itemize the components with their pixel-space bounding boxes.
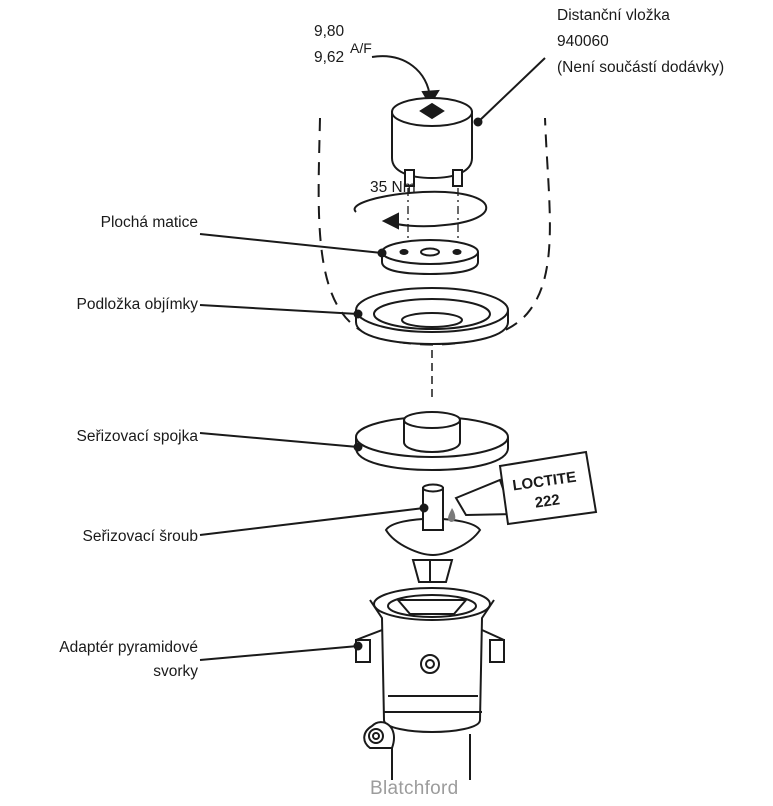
- blatchford-logo: Blatchford: [370, 778, 459, 799]
- leader-pyramid-adapter: [199, 645, 359, 661]
- torque-label: 35 Nm: [370, 179, 416, 196]
- leader-spacer: [477, 57, 546, 123]
- label-adjust-coupling: Seřizovací spojka: [76, 428, 198, 445]
- spacer-note: (Není součástí dodávky): [557, 59, 725, 76]
- af-arrow: [371, 55, 431, 99]
- spacer-tool: [391, 97, 473, 187]
- leader-adjust-coupling: [199, 432, 359, 448]
- spacer-part-number: 940060: [557, 33, 609, 50]
- label-adjust-screw: Seřizovací šroub: [82, 528, 198, 545]
- af-unit-label: A/F: [350, 40, 372, 56]
- dashed-outline: [317, 117, 551, 346]
- label-socket-washer: Podložka objímky: [76, 296, 198, 313]
- label-pyramid-adapter-line1: Adaptér pyramidové: [59, 639, 198, 656]
- loctite-number: 222: [534, 491, 561, 511]
- af-min-label: 9,62: [314, 49, 345, 66]
- adjustment-screw: [384, 483, 482, 583]
- loctite-drop: [448, 508, 456, 522]
- leader-flat-nut: [199, 233, 383, 254]
- torque-arrow: [353, 190, 488, 228]
- adjustment-coupling: [355, 411, 509, 472]
- flat-nut: [381, 239, 479, 276]
- label-pyramid-adapter-line2: svorky: [153, 663, 198, 680]
- socket-washer: [355, 287, 509, 346]
- leader-adjust-screw: [199, 507, 425, 536]
- label-flat-nut: Plochá matice: [100, 214, 198, 231]
- spacer-name: Distanční vložka: [557, 7, 670, 24]
- af-max-label: 9,80: [314, 23, 345, 40]
- pyramid-adapter: [355, 587, 505, 780]
- loctite-bottle: [454, 450, 598, 526]
- leader-socket-washer: [199, 304, 359, 315]
